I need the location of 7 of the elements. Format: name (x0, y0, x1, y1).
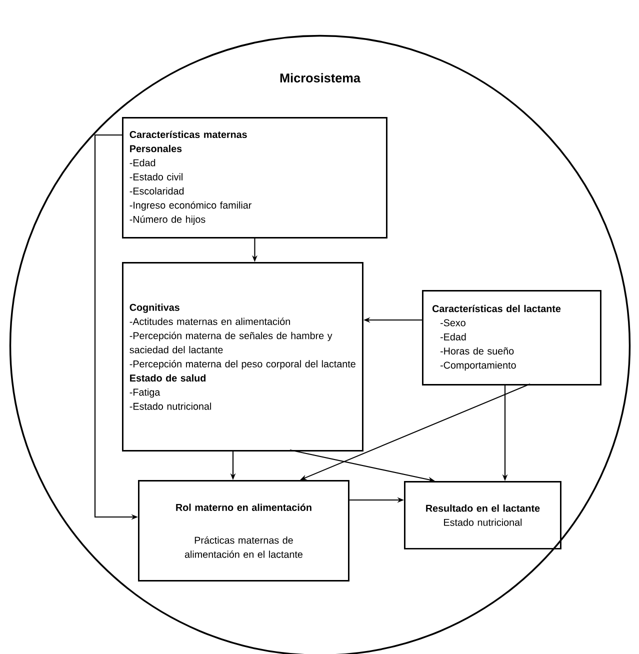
circle-boundary (9, 34, 631, 654)
heading: Microsistema (280, 73, 361, 82)
text-box: Características del lactante -Sexo -Edad -Horas de sueño -Comportamiento (422, 290, 602, 386)
text-box: Resultado en el lactante Estado nutricional (404, 481, 562, 550)
text-box: Características maternas Personales -Edad -Estado civil -Escolaridad -Ingreso económico familiar -Número de hijos (122, 117, 388, 238)
text-box: Cognitivas -Actitudes maternas en alimentación -Percepción materna de señales de hambre y saciedad del lactante -Percepción materna del peso corporal del lactante Estado de salud -Fatiga -Estado nutricional (122, 262, 364, 452)
text-box: Rol materno en alimentación Prácticas maternas de alimentación en el lactante (138, 480, 350, 582)
